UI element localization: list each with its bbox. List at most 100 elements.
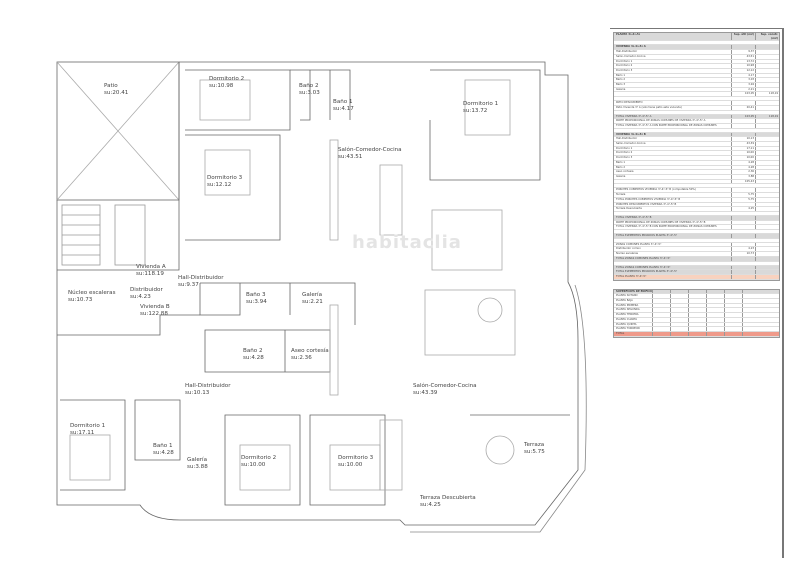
row-label: Salón-Comedor-Cocina: [616, 54, 646, 58]
row-value: [652, 313, 670, 317]
table-row: PLANTA CUARTA: [614, 317, 779, 323]
row-value: [742, 303, 760, 308]
row-value: [724, 294, 742, 299]
row-value: 4,23: [731, 247, 755, 252]
table-row: PARTE PROPORCIONAL DE ZONAS COMUNES DE V…: [614, 220, 779, 226]
room-area: su:10.98: [209, 83, 234, 89]
room-area: su:2.21: [302, 299, 323, 305]
row-value: [755, 252, 779, 256]
row-label: TOTAL VIVIENDA 3ª-4ª-5ª B: [616, 215, 652, 219]
row-label: PLANTA SÓTANO: [616, 294, 638, 298]
row-value: [688, 294, 706, 299]
row-label: PARTE PROPORCIONAL DE ZONAS COMUNES DE V…: [616, 119, 706, 123]
row-value: [731, 45, 755, 50]
room-area: su:10.73: [68, 297, 93, 303]
row-value: 103,05: [731, 92, 755, 97]
row-value: 20,41: [731, 105, 755, 110]
room-area: su:3.03: [299, 90, 320, 96]
row-label: Hall-Distribuidor: [616, 137, 638, 141]
row-value: [755, 234, 779, 238]
row-value: [742, 308, 760, 313]
row-value: [652, 299, 670, 303]
table-row: PLANTA QUINTA: [614, 322, 779, 328]
table-spacer: [614, 129, 779, 133]
row-value: [652, 331, 670, 336]
room-name: Dormitorio 2: [241, 455, 277, 461]
table-row: PLANTA SÓTANO: [614, 294, 779, 300]
row-label: Dormitorio 2: [616, 151, 633, 155]
row-value: 10,00: [731, 151, 755, 156]
row-value: [755, 78, 779, 83]
room-name: Dormitorio 1: [463, 101, 499, 107]
row-value: [706, 289, 724, 294]
row-value: 12,12: [731, 68, 755, 73]
room-area: su:5.75: [524, 449, 545, 455]
row-value: 5,75: [731, 193, 755, 197]
room-name: Dormitorio 3: [207, 175, 243, 181]
row-value: [731, 202, 755, 207]
row-label: Aseo cortesía: [616, 170, 634, 174]
row-value: [755, 45, 779, 50]
row-value: [755, 274, 779, 279]
room-name: Galería: [187, 457, 208, 463]
row-value: [755, 151, 779, 156]
room-area: su:118.19: [136, 271, 164, 277]
row-value: [755, 64, 779, 68]
room-name: Aseo cortesía: [291, 348, 329, 354]
room-area: su:122.88: [140, 311, 168, 317]
table-spacer: [614, 239, 779, 243]
row-value: [724, 331, 742, 336]
room-name: Salón-Comedor-Cocina: [338, 147, 402, 153]
room-name: Baño 1: [333, 99, 353, 105]
row-value: [742, 299, 760, 303]
table-spacer: [614, 111, 779, 115]
row-value: [731, 225, 755, 230]
room-name: Salón-Comedor-Cocina: [413, 383, 477, 389]
row-value: [688, 289, 706, 294]
table-row: TOTAL VIVIENDA 3ª-4ª-5ª A CON PARTE PROP…: [614, 123, 779, 129]
table-row: Dormitorio 2 10,00: [614, 151, 779, 157]
row-label: TOTAL VIVIENDA 3ª-4ª-5ª A: [616, 114, 652, 118]
room-name: Baño 2: [299, 83, 319, 89]
room-name: Dormitorio 3: [338, 455, 374, 461]
row-value: [755, 197, 779, 202]
row-value: 2,36: [731, 170, 755, 174]
room-name: Vivienda A: [136, 264, 166, 270]
row-label: Núcleo escaleras: [616, 252, 639, 256]
row-value: [724, 327, 742, 331]
table-row: TOTAL: [614, 331, 779, 337]
row-label: Dormitorio 1: [616, 59, 633, 63]
room-area: su:10.00: [338, 462, 363, 468]
row-value: [688, 308, 706, 313]
row-value: [731, 270, 755, 274]
row-label: Patio Vivienda 3ª A (solo tiene patio es…: [616, 105, 682, 109]
row-value: 4,28: [731, 160, 755, 165]
frame-line-top: [610, 28, 783, 29]
room-area: su:20.41: [104, 90, 129, 96]
row-value: 103,05: [731, 114, 755, 119]
row-label: Dormitorio 1: [616, 146, 633, 150]
row-value: [731, 215, 755, 220]
table-header-row: SUPERFICIES DE EDIFICIO: [614, 289, 779, 295]
room-name: Baño 3: [246, 292, 266, 298]
row-value: [731, 256, 755, 261]
row-value: 3,03: [731, 78, 755, 83]
row-value: [731, 123, 755, 128]
table-row: TOTAL ELEMENTOS PRIVADOS PLANTA 3ª-4ª-5ª: [614, 270, 779, 275]
row-value: [706, 327, 724, 331]
row-value: [688, 303, 706, 308]
